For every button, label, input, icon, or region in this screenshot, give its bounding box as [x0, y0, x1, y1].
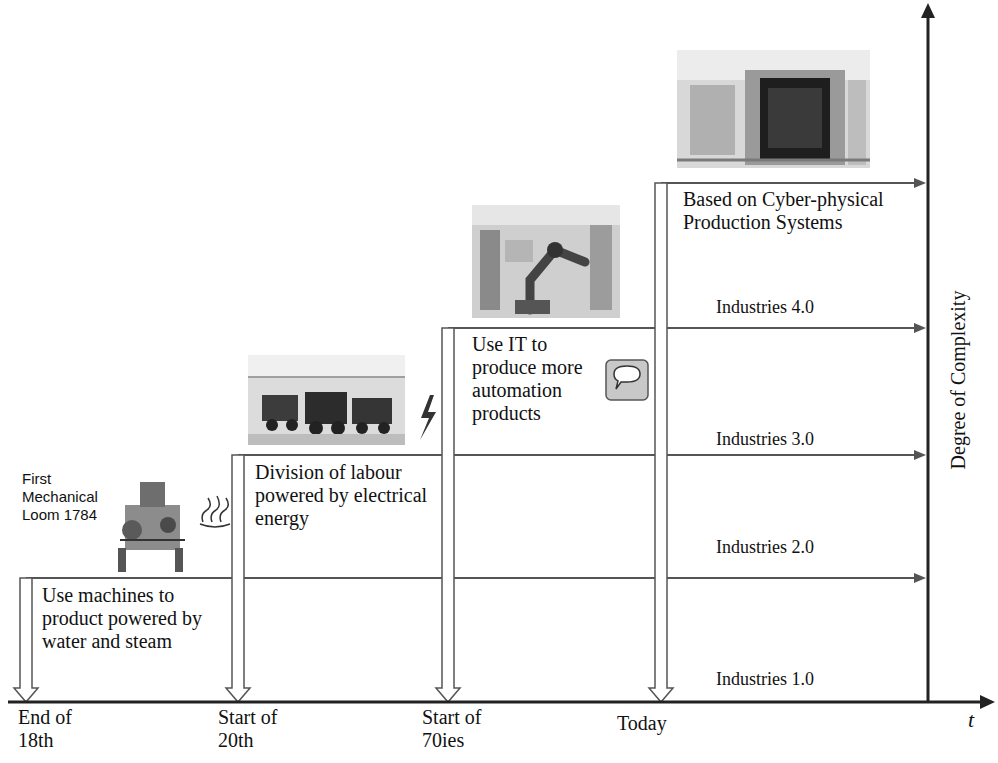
level-label: Industries 4.0 — [716, 296, 814, 319]
time-label: Today — [617, 712, 667, 735]
stage-description: Use machines to product powered by water… — [42, 584, 232, 653]
arrowhead — [914, 178, 926, 583]
stage-description: Use IT to produce more automation produc… — [472, 333, 602, 425]
robot-photo — [472, 205, 620, 318]
stage-description: Based on Cyber-physical Production Syste… — [683, 188, 888, 234]
time-label: End of 18th — [18, 706, 100, 752]
figure-caption: First Mechanical Loom 1784 — [22, 470, 98, 524]
level-arrow — [26, 183, 918, 578]
axis — [8, 3, 995, 709]
assembly-line-photo — [248, 355, 405, 445]
stage-description: Division of labour powered by electrical… — [255, 461, 437, 530]
time-label: Start of 20th — [218, 706, 314, 752]
loom-illustration — [118, 482, 185, 572]
hollow-down-arrow — [14, 183, 673, 702]
axis-title: Degree of Complexity — [947, 291, 970, 470]
comment-icon — [606, 360, 648, 400]
level-label: Industries 2.0 — [716, 536, 814, 559]
level-label: Industries 1.0 — [716, 668, 814, 691]
level-label: Industries 3.0 — [716, 428, 814, 451]
time-label: Start of 70ies — [422, 706, 518, 752]
steam-symbol — [200, 496, 230, 527]
cps-photo — [677, 50, 870, 168]
axis-title: t — [968, 708, 974, 731]
lightning-symbol — [420, 395, 436, 440]
